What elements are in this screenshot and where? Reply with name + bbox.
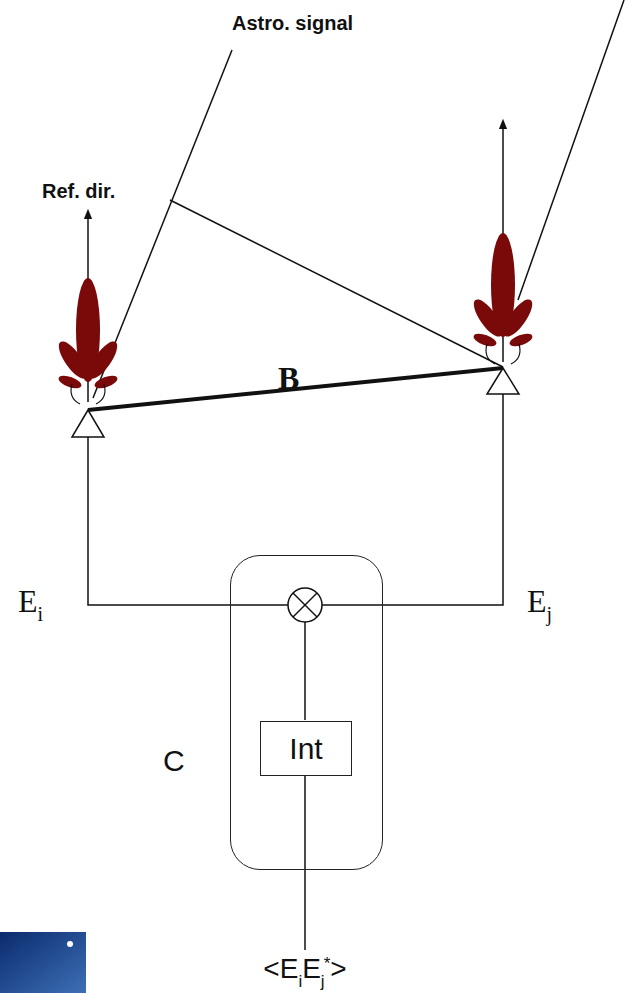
signal-name: Ei	[18, 585, 43, 617]
symbol-text: E	[302, 955, 321, 983]
wavefront-line	[170, 200, 503, 367]
signal-wire	[322, 394, 503, 605]
index-mark: j	[547, 604, 553, 624]
signal-name: Ej	[527, 585, 552, 617]
antenna-dish	[71, 384, 80, 404]
block-text: Int	[289, 732, 322, 766]
multiplier-symbol	[293, 593, 317, 617]
antenna-dish	[96, 384, 105, 404]
antenna-dish	[486, 344, 495, 364]
logo	[67, 941, 73, 947]
antenna-dish	[511, 344, 520, 364]
block-label: C	[163, 744, 185, 778]
signal-ray	[518, 0, 624, 300]
multiplier-symbol	[293, 593, 317, 617]
integrator-box: Int	[260, 721, 352, 776]
index-mark: *	[324, 955, 331, 972]
antenna-mount	[72, 410, 104, 437]
antenna-beam	[469, 233, 537, 349]
index-mark: j	[321, 973, 325, 990]
antenna-beam	[54, 278, 122, 391]
symbol-text: E	[18, 585, 38, 617]
output-wire	[304, 775, 306, 950]
logo	[0, 932, 86, 993]
index-mark: i	[298, 973, 302, 990]
symbol-text: E	[527, 585, 547, 617]
output-expression: <EiEj*>	[263, 955, 346, 983]
symbol-text: >	[330, 955, 346, 983]
baseline-label: B	[278, 360, 299, 397]
direction-label: Ref. dir.	[42, 180, 115, 203]
signal-label: Astro. signal	[232, 12, 353, 35]
multiplier-symbol	[288, 588, 322, 622]
signal-wire	[88, 437, 288, 605]
antenna-mount	[487, 368, 519, 394]
symbol-text: <E	[263, 955, 298, 983]
index-mark: i	[38, 604, 44, 624]
correlator-box: CInt	[230, 555, 383, 870]
signal-wire	[304, 622, 306, 720]
